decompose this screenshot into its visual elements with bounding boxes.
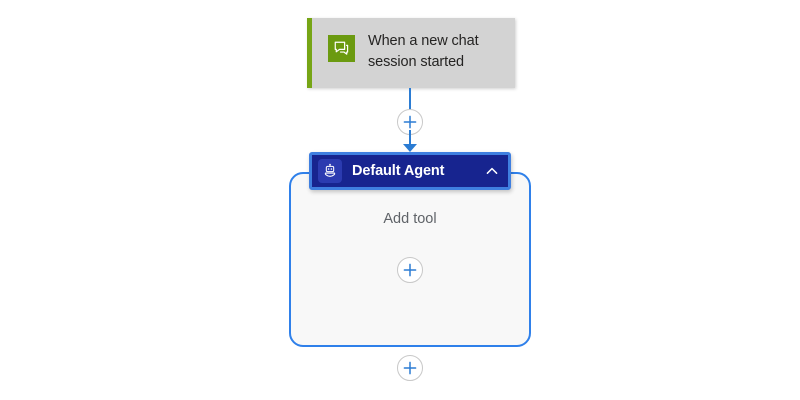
chevron-up-icon[interactable] [483,162,501,180]
chat-bubble-icon [328,35,355,62]
add-step-button-bottom[interactable] [397,355,423,381]
agent-node-header[interactable]: Default Agent [309,152,511,190]
agent-header-inner: Default Agent [312,155,508,187]
agent-node-title: Default Agent [352,163,445,179]
add-tool-button[interactable] [397,257,423,283]
connector-line-lower [409,130,411,150]
robot-icon [318,159,342,183]
trigger-accent-bar [307,18,312,88]
connector-arrowhead [403,144,417,152]
trigger-node-chat-session-started[interactable]: When a new chat session started [307,18,515,88]
add-tool-label: Add tool [383,211,437,227]
trigger-node-label: When a new chat session started [368,33,479,70]
connector-line-upper [409,88,411,114]
